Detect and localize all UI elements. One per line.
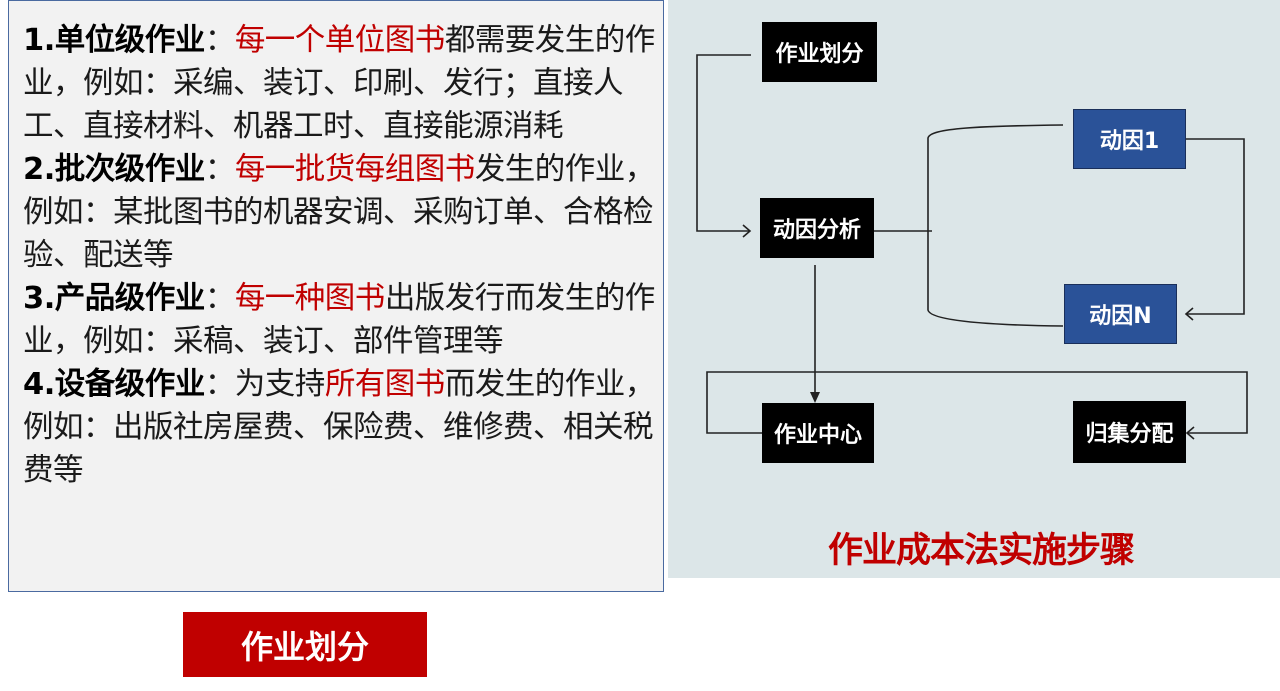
activity-levels-text: 1.单位级作业：每一个单位图书都需要发生的作业，例如：采编、装订、印刷、发行；直… (23, 19, 663, 492)
level-highlight: 每一批货每组图书 (234, 152, 476, 187)
node-driver-analysis: 动因分析 (760, 198, 874, 258)
activity-division-button[interactable]: 作业划分 (183, 612, 427, 677)
diagram-title: 作业成本法实施步骤 (828, 531, 1135, 571)
level-colon: ： (204, 152, 236, 187)
arrow-head (810, 392, 820, 403)
connector-division-to-analysis (696, 54, 751, 232)
level-colon: ： (204, 281, 236, 316)
node-activity-center: 作业中心 (762, 403, 874, 463)
node-driver-n: 动因N (1064, 284, 1177, 344)
level-heading: 2.批次级作业 (23, 152, 205, 187)
node-driver-1: 动因1 (1073, 109, 1186, 169)
connector-driver1-to-driverN (1186, 138, 1245, 315)
connector-center-to-allocation (706, 371, 1248, 434)
node-allocation: 归集分配 (1073, 401, 1186, 463)
level-description: 而发生的作业，例如：出版社房屋费、保险费、维修费、相关税费等 (23, 367, 655, 488)
activity-level-1: 1.单位级作业：每一个单位图书都需要发生的作业，例如：采编、装订、印刷、发行；直… (23, 19, 663, 148)
node-activity-division: 作业划分 (762, 22, 877, 82)
level-colon: ： (204, 23, 236, 58)
activity-level-4: 4.设备级作业：为支持所有图书而发生的作业，例如：出版社房屋费、保险费、维修费、… (23, 363, 663, 492)
level-highlight: 每一个单位图书 (234, 23, 446, 58)
level-description: 发生的作业，例如：某批图书的机器安调、采购订单、合格检验、配送等 (23, 152, 655, 273)
activity-level-3: 3.产品级作业：每一种图书出版发行而发生的作业，例如：采稿、装订、部件管理等 (23, 277, 663, 363)
driver-bracket (927, 124, 1064, 327)
level-description: 出版发行而发生的作业，例如：采稿、装订、部件管理等 (23, 281, 655, 359)
activity-levels-panel: 1.单位级作业：每一个单位图书都需要发生的作业，例如：采编、装订、印刷、发行；直… (8, 0, 664, 592)
level-heading: 4.设备级作业 (23, 367, 205, 402)
level-colon: ：为支持 (204, 367, 326, 402)
flow-diagram-panel (668, 0, 1280, 578)
level-highlight: 所有图书 (324, 367, 446, 402)
level-highlight: 每一种图书 (234, 281, 386, 316)
arrow-head (1185, 426, 1195, 440)
level-heading: 1.单位级作业 (23, 23, 205, 58)
level-heading: 3.产品级作业 (23, 281, 205, 316)
level-description: 都需要发生的作业，例如：采编、装订、印刷、发行；直接人工、直接材料、机器工时、直… (23, 23, 655, 144)
arrow-head (1184, 307, 1194, 321)
activity-level-2: 2.批次级作业：每一批货每组图书发生的作业，例如：某批图书的机器安调、采购订单、… (23, 148, 663, 277)
arrow-head (742, 224, 752, 238)
